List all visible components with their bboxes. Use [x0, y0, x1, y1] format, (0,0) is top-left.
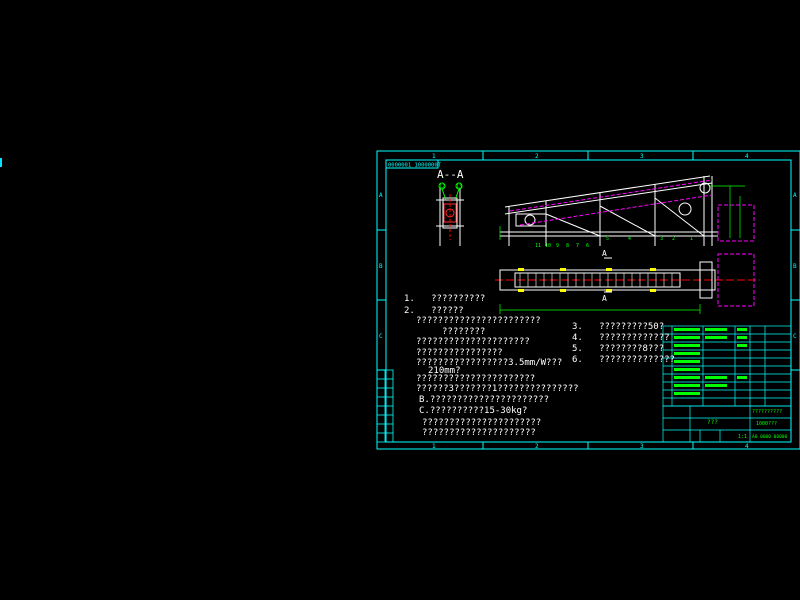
border-bottom-labels: 1 2 3 4	[432, 443, 749, 450]
note-line: ?????????????????????	[422, 428, 536, 438]
note-line: ?????????????????3.5mm/W???	[416, 358, 563, 368]
border-bottom-label: 1	[432, 443, 436, 450]
border-top-label: 1	[432, 153, 436, 160]
note-line: 2. ??????	[404, 306, 464, 316]
section-marker-top: A	[602, 249, 607, 258]
note-line: ????????	[442, 327, 486, 337]
drawing-title: ???	[707, 419, 718, 426]
note-line: 1. ??????????	[404, 294, 486, 304]
cursor-tick	[0, 158, 2, 167]
callout-label: 13	[456, 184, 462, 190]
title-block	[662, 405, 792, 443]
border-top-label: 2	[535, 153, 539, 160]
note-line: ??????????????????????	[416, 374, 536, 384]
border-bottom-label: 2	[535, 443, 539, 450]
parts-list-entries	[674, 328, 747, 395]
section-view-aa: A--A 12 13	[436, 168, 464, 246]
callout-label: 7	[576, 243, 579, 249]
company-name: ??????????	[752, 409, 782, 415]
note-line: C.??????????15-30kg?	[419, 406, 528, 416]
drawing-stamp: 0000001 1000000T	[385, 159, 442, 169]
note-line: ??????????????????????	[422, 418, 542, 428]
border-right-label: A	[793, 192, 797, 199]
border-bottom-label: 3	[640, 443, 644, 450]
plan-view: A A	[495, 249, 760, 314]
callout-label: 9	[556, 243, 559, 249]
note-line: 5. ????????8???	[572, 344, 665, 354]
drawing-scale: 1:1	[738, 434, 747, 440]
callout-label: 3	[660, 236, 663, 242]
note-line: ??????3???????1???????????????	[416, 384, 579, 394]
border-top-labels: 1 2 3 4	[432, 153, 749, 160]
callout-label: 4	[628, 236, 631, 242]
border-left-label: C	[379, 333, 383, 340]
note-line: ?????????????????????	[416, 337, 530, 347]
border-right-labels: A B C	[793, 192, 797, 340]
note-line: ????????????????	[416, 348, 503, 358]
border-left-labels: A B C	[379, 192, 383, 340]
border-left-label: A	[379, 192, 383, 199]
callout-label: 8	[566, 243, 569, 249]
border-bottom-label: 4	[745, 443, 749, 450]
note-line: ???????????????????????	[416, 316, 541, 326]
callout-label: 5	[606, 236, 609, 242]
note-line: 210mm?	[428, 366, 461, 376]
sheet-info: A0 0000 00000	[752, 434, 788, 440]
note-line: 6. ??????????????	[572, 355, 675, 365]
border-right-label: C	[793, 333, 797, 340]
callout-label: 2	[672, 236, 675, 242]
drawing-number: 1000???	[756, 421, 777, 427]
note-line: B.??????????????????????	[419, 395, 550, 405]
elevation-view: 11 10 9 8 7 6 5 4 3 2 1	[499, 175, 755, 249]
callout-label: 10	[545, 243, 551, 249]
callout-label: 1	[690, 236, 693, 242]
callout-label: 11	[535, 243, 541, 249]
callout-label: 12	[439, 184, 445, 190]
border-top-label: 4	[745, 153, 749, 160]
section-marker-bottom: A	[602, 294, 607, 303]
revision-strip	[376, 369, 394, 443]
section-label: A--A	[437, 168, 464, 181]
border-top-label: 3	[640, 153, 644, 160]
note-line: 3. ?????????50?	[572, 322, 665, 332]
callout-label: 6	[586, 243, 589, 249]
border-right-label: B	[793, 263, 797, 270]
stamp-text: 0000001 1000000T	[388, 163, 442, 169]
note-line: 4. ?????????????	[572, 333, 670, 343]
parts-list-table	[662, 325, 792, 407]
border-left-label: B	[379, 263, 383, 270]
